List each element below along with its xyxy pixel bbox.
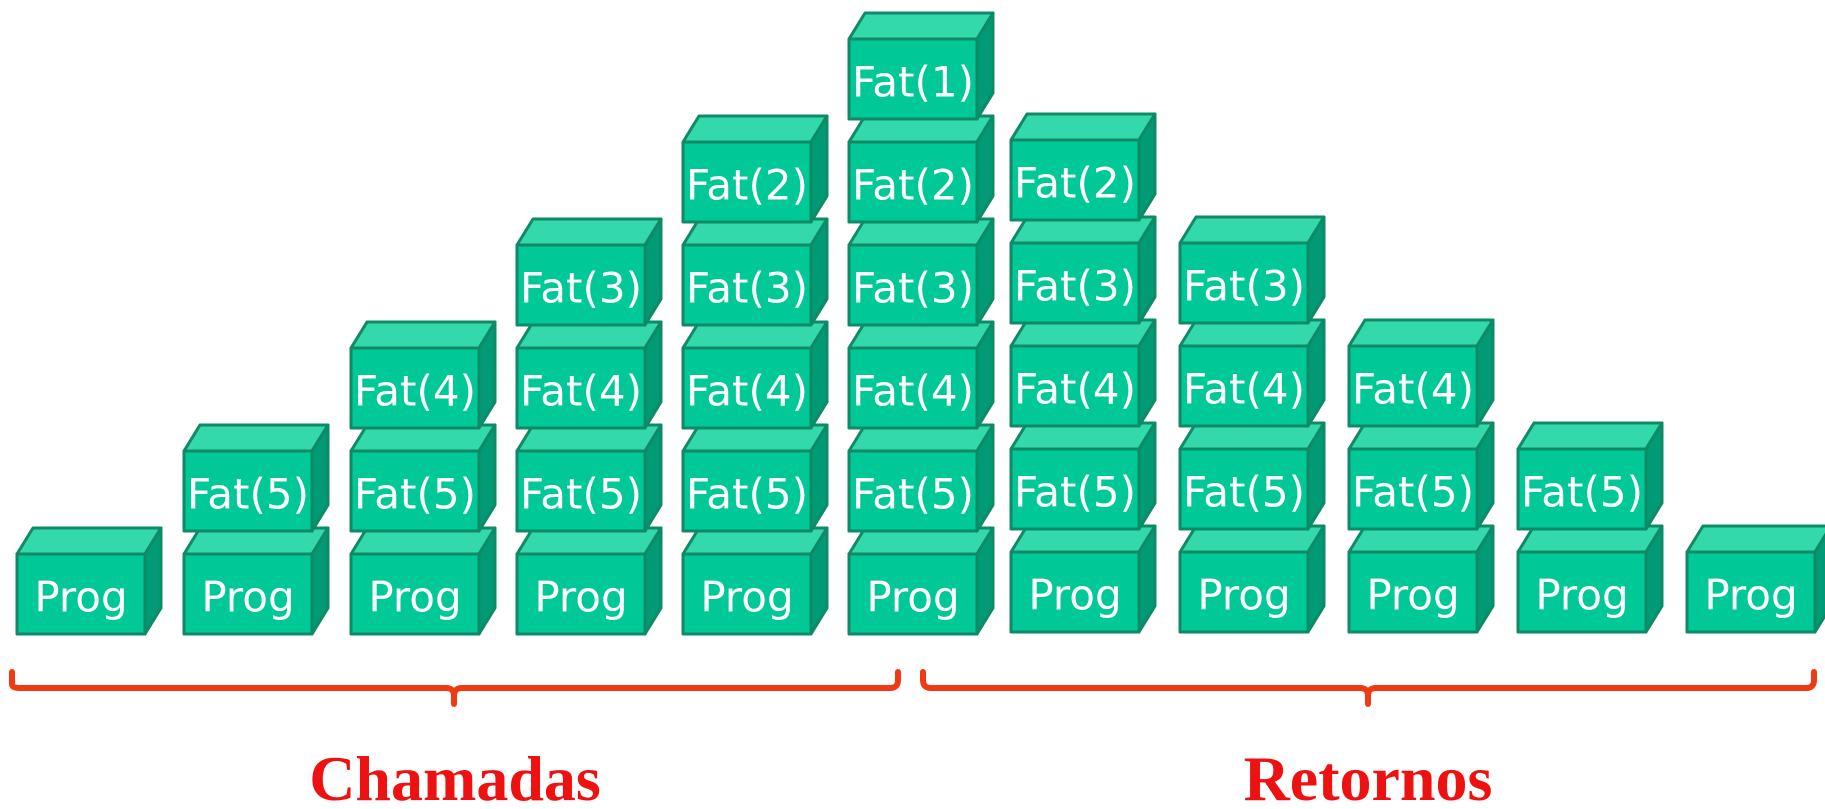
fat-frame-box: Fat(5) (847, 423, 995, 533)
frame-label: Fat(4) (354, 367, 476, 416)
returns-label: Retornos (1244, 743, 1493, 809)
frame-label: Fat(4) (1183, 365, 1305, 414)
frame-label: Fat(5) (1352, 468, 1474, 517)
fat-frame-box: Fat(2) (681, 114, 829, 224)
frame-label: Prog (1197, 571, 1290, 620)
prog-frame-box: Prog (349, 526, 497, 636)
fat-frame-box: Fat(4) (349, 320, 497, 430)
stack-3: Prog Fat(5) Fat(4) (349, 320, 497, 636)
frame-label: Fat(4) (1352, 365, 1474, 414)
fat-frame-box: Fat(3) (681, 217, 829, 327)
frame-label: Fat(4) (852, 367, 974, 416)
fat-frame-box: Fat(3) (515, 217, 663, 327)
fat-frame-box: Fat(4) (681, 320, 829, 430)
fat-frame-box: Fat(3) (1178, 215, 1326, 325)
frame-label: Prog (201, 573, 294, 622)
prog-frame-box: Prog (182, 526, 330, 636)
frame-label: Prog (1535, 571, 1628, 620)
prog-frame-box: Prog (1347, 524, 1495, 634)
frame-label: Prog (700, 573, 793, 622)
frame-label: Fat(2) (852, 161, 974, 210)
frame-label: Fat(2) (1014, 159, 1136, 208)
frame-label: Fat(3) (852, 264, 974, 313)
frame-label: Fat(5) (520, 470, 642, 519)
stack-5: Prog Fat(5) Fat(4) Fat(3) Fat(2) (681, 114, 829, 636)
fat-frame-box: Fat(3) (847, 217, 995, 327)
fat-frame-box: Fat(5) (515, 423, 663, 533)
frame-label: Prog (368, 573, 461, 622)
frame-label: Fat(4) (1014, 365, 1136, 414)
frame-label: Prog (1028, 571, 1121, 620)
fat-frame-box: Fat(4) (515, 320, 663, 430)
stack-8: Prog Fat(5) Fat(4) Fat(3) (1178, 215, 1326, 634)
frame-label: Fat(5) (1183, 468, 1305, 517)
frame-label: Prog (866, 573, 959, 622)
stack-7: Prog Fat(5) Fat(4) Fat(3) Fat(2) (1009, 112, 1157, 634)
fat-frame-box: Fat(5) (349, 423, 497, 533)
prog-frame-box: Prog (1685, 524, 1825, 634)
prog-frame-box: Prog (15, 526, 163, 636)
stacks-layer: Prog Prog Fat(5) Prog Fat(5) Fat(4) Prog Fat(5)… (15, 11, 1825, 636)
fat-frame-box: Fat(2) (847, 114, 995, 224)
prog-frame-box: Prog (1009, 524, 1157, 634)
frame-label: Fat(4) (686, 367, 808, 416)
frame-label: Fat(5) (187, 470, 309, 519)
fat-frame-box: Fat(5) (182, 423, 330, 533)
stack-9: Prog Fat(5) Fat(4) (1347, 318, 1495, 634)
fat-frame-box: Fat(1) (847, 11, 995, 121)
frame-label: Fat(4) (520, 367, 642, 416)
fat-frame-box: Fat(2) (1009, 112, 1157, 222)
frame-label: Fat(5) (354, 470, 476, 519)
fat-frame-box: Fat(5) (681, 423, 829, 533)
frame-label: Fat(3) (686, 264, 808, 313)
stack-10: Prog Fat(5) (1516, 421, 1664, 634)
fat-frame-box: Fat(4) (1347, 318, 1495, 428)
frame-label: Fat(5) (1521, 468, 1643, 517)
prog-frame-box: Prog (681, 526, 829, 636)
frame-label: Prog (534, 573, 627, 622)
fat-frame-box: Fat(5) (1516, 421, 1664, 531)
stack-11: Prog (1685, 524, 1825, 634)
fat-frame-box: Fat(3) (1009, 215, 1157, 325)
frame-label: Prog (34, 573, 127, 622)
calls-brace (9, 669, 901, 707)
frame-label: Fat(3) (1014, 262, 1136, 311)
returns-brace (920, 669, 1817, 707)
stack-1: Prog (15, 526, 163, 636)
stack-2: Prog Fat(5) (182, 423, 330, 636)
stack-6: Prog Fat(5) Fat(4) Fat(3) Fat(2) Fat(1) (847, 11, 995, 636)
frame-label: Prog (1366, 571, 1459, 620)
prog-frame-box: Prog (1516, 524, 1664, 634)
frame-label: Fat(2) (686, 161, 808, 210)
frame-label: Fat(5) (1014, 468, 1136, 517)
frame-label: Fat(5) (852, 470, 974, 519)
frame-label: Fat(5) (686, 470, 808, 519)
stack-4: Prog Fat(5) Fat(4) Fat(3) (515, 217, 663, 636)
prog-frame-box: Prog (515, 526, 663, 636)
fat-frame-box: Fat(4) (1009, 318, 1157, 428)
frame-label: Prog (1704, 571, 1797, 620)
frame-label: Fat(1) (852, 58, 974, 107)
prog-frame-box: Prog (847, 526, 995, 636)
fat-frame-box: Fat(4) (847, 320, 995, 430)
calls-label: Chamadas (309, 743, 601, 809)
prog-frame-box: Prog (1178, 524, 1326, 634)
frame-label: Fat(3) (520, 264, 642, 313)
fat-frame-box: Fat(5) (1178, 421, 1326, 531)
frame-label: Fat(3) (1183, 262, 1305, 311)
fat-frame-box: Fat(5) (1347, 421, 1495, 531)
fat-frame-box: Fat(4) (1178, 318, 1326, 428)
fat-frame-box: Fat(5) (1009, 421, 1157, 531)
